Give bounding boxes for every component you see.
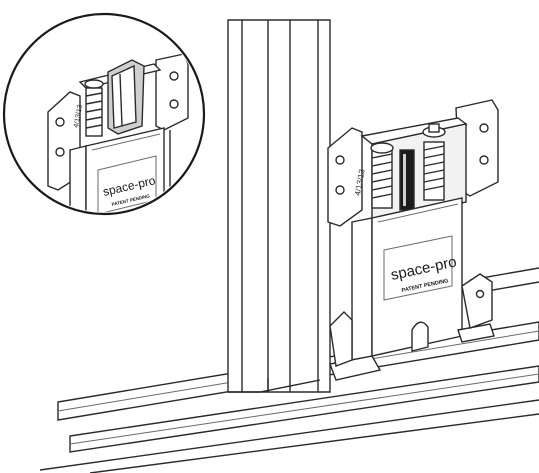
wheel-mechanism (327, 99, 499, 381)
magnified-detail-inset (2, 12, 206, 216)
side-marking-inset: 4/13/13 (73, 104, 84, 128)
adjust-spring-left (370, 142, 394, 209)
adjust-spring-center (399, 149, 415, 211)
door-stile (227, 19, 331, 393)
adjust-spring-right (422, 123, 446, 201)
